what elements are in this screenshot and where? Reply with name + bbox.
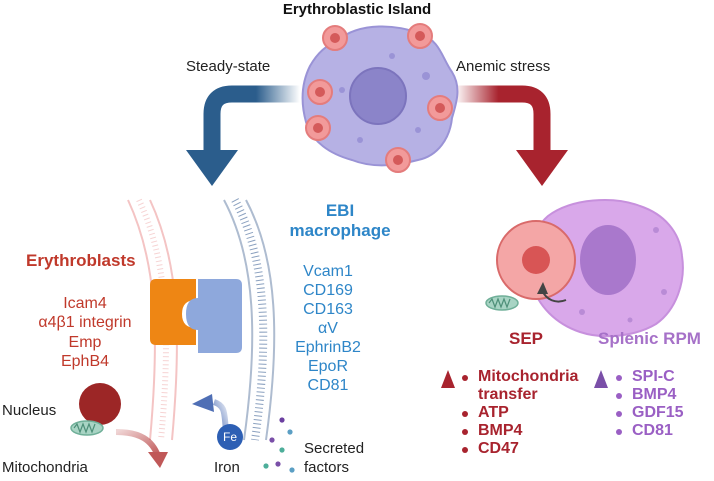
iron-fe-icon	[217, 424, 243, 450]
erythroblastic-island-illustration	[301, 23, 459, 173]
ebi-macrophage-heading-line1: EBI	[325, 201, 355, 220]
sep-label: SEP	[509, 329, 544, 348]
iron-label: Iron	[214, 459, 240, 476]
rpm-factor-item: SPI-C	[616, 368, 714, 386]
rpm-factor-list: SPI-C BMP4 GDF15 CD81	[616, 368, 714, 440]
macrophage-marker: EphrinB2	[295, 339, 361, 356]
anemic-stress-arrow	[455, 85, 568, 186]
erythroblast-adhesion-molecule	[150, 279, 196, 345]
erythroblast-marker: EphB4	[60, 353, 110, 370]
macrophage-marker: EpoR	[307, 358, 349, 375]
macrophage-marker: CD81	[307, 377, 349, 394]
sep-cell	[496, 220, 576, 300]
erythroblast-cell	[385, 147, 411, 173]
macrophage-receptor	[186, 279, 242, 353]
mitochondria-label: Mitochondria	[2, 459, 88, 476]
anemic-stress-label: Anemic stress	[456, 58, 551, 75]
erythroblast-cell	[427, 95, 453, 121]
nucleus-label: Nucleus	[2, 402, 57, 419]
erythroblast-marker: α4β1 integrin	[38, 314, 132, 331]
diagram-title: Erythroblastic Island	[282, 1, 432, 18]
rpm-factor-item: CD81	[616, 422, 714, 440]
sep-upregulation-arrow	[441, 370, 455, 458]
fe-symbol: Fe	[222, 430, 237, 444]
erythroblast-marker: Emp	[68, 334, 102, 351]
mitochondria-icon	[485, 295, 519, 311]
steady-state-arrow	[186, 85, 300, 186]
macrophage-marker: CD169	[303, 282, 353, 299]
secreted-factors-label-line1: Secreted	[304, 440, 365, 457]
erythroblast-cell	[305, 115, 331, 141]
erythroblast-cell	[307, 79, 333, 105]
sep-factor-item: ATP	[462, 404, 602, 422]
erythroblast-marker: Icam4	[63, 295, 107, 312]
steady-state-label: Steady-state	[186, 58, 271, 75]
macrophage-membrane	[223, 198, 276, 441]
sep-factor-list: Mitochondria transfer ATP BMP4 CD47	[462, 368, 602, 458]
secreted-factors-label-line2: factors	[304, 459, 350, 476]
erythroblast-cell	[407, 23, 433, 49]
erythroblast-cell	[322, 25, 348, 51]
rpm-factor-item: BMP4	[616, 386, 714, 404]
ebi-macrophage-heading-line2: macrophage	[289, 221, 391, 240]
splenic-rpm-label: Splenic RPM	[598, 329, 701, 348]
erythroblasts-heading: Erythroblasts	[26, 251, 136, 270]
macrophage-marker: CD163	[303, 301, 353, 318]
rpm-factor-item: GDF15	[616, 404, 714, 422]
splenic-rpm-illustration	[527, 199, 684, 338]
nucleus-icon	[79, 383, 121, 425]
macrophage-marker: Vcam1	[303, 263, 353, 280]
sep-factor-item: BMP4	[462, 422, 602, 440]
sep-factor-item: Mitochondria transfer	[462, 368, 588, 404]
sep-factor-item: CD47	[462, 440, 602, 458]
rpm-upregulation-arrow	[594, 370, 608, 440]
macrophage-marker: αV	[318, 320, 338, 337]
secreted-factors-dots	[263, 417, 295, 473]
mitochondria-icon	[70, 420, 104, 436]
